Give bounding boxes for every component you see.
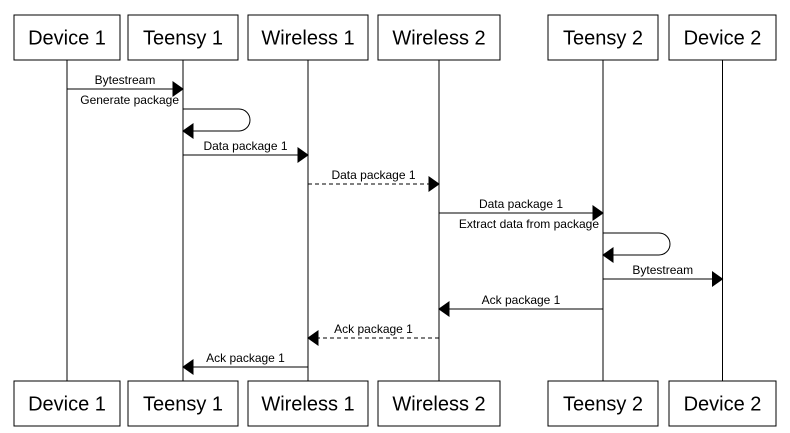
arrowhead: [297, 147, 309, 163]
message-label: Extract data from package: [459, 217, 599, 231]
participant-label: Wireless 2: [392, 28, 485, 50]
participant-box: [668, 14, 777, 61]
arrowhead: [182, 359, 194, 375]
message-label: Generate package: [80, 93, 179, 107]
message-1: Bytestream: [67, 73, 184, 97]
message-line: [183, 108, 251, 132]
participant-box: [13, 380, 121, 427]
participant-label: Teensy 1: [143, 28, 223, 50]
lifelines: [66, 60, 723, 381]
message-6: Extract data from package: [459, 217, 671, 263]
arrowhead: [712, 271, 724, 287]
participant-d2-bottom: Device 2: [668, 380, 777, 427]
message-4: Data package 1: [308, 168, 440, 192]
participant-d2-top: Device 2: [668, 14, 777, 61]
message-label: Ack package 1: [334, 322, 413, 336]
participant-t1-top: Teensy 1: [127, 14, 239, 61]
participant-box: [13, 14, 121, 61]
message-5: Data package 1: [439, 197, 604, 221]
participant-box: [247, 14, 369, 61]
participant-t2-top: Teensy 2: [547, 14, 659, 61]
arrowhead: [307, 330, 319, 346]
message-label: Data package 1: [203, 139, 287, 153]
arrowhead: [428, 176, 440, 192]
participant-w2-top: Wireless 2: [377, 14, 501, 61]
participant-label: Teensy 1: [143, 394, 223, 416]
participant-label: Device 1: [28, 394, 106, 416]
participant-boxes: Device 1 Device 1 Teensy 1 Teensy 1 Wireless…: [13, 14, 777, 427]
participant-label: Teensy 2: [563, 28, 643, 50]
message-7: Bytestream: [603, 263, 724, 287]
message-label: Data package 1: [331, 168, 415, 182]
participant-t1-bottom: Teensy 1: [127, 380, 239, 427]
participant-box: [247, 380, 369, 427]
message-3: Data package 1: [183, 139, 309, 163]
message-8: Ack package 1: [438, 293, 603, 317]
participant-w2-bottom: Wireless 2: [377, 380, 501, 427]
participant-w1-bottom: Wireless 1: [247, 380, 369, 427]
arrowhead: [438, 301, 450, 317]
participant-box: [547, 380, 659, 427]
participant-label: Device 1: [28, 28, 106, 50]
participant-box: [377, 14, 501, 61]
participant-label: Device 2: [684, 28, 762, 50]
participant-t2-bottom: Teensy 2: [547, 380, 659, 427]
participant-box: [377, 380, 501, 427]
message-line: [603, 232, 671, 256]
participant-label: Device 2: [684, 394, 762, 416]
participant-box: [668, 380, 777, 427]
participant-label: Wireless 1: [261, 394, 354, 416]
arrowhead: [602, 247, 614, 263]
message-9: Ack package 1: [307, 322, 439, 346]
arrowhead: [172, 81, 184, 97]
participant-d1-bottom: Device 1: [13, 380, 121, 427]
message-label: Ack package 1: [206, 351, 285, 365]
participant-box: [547, 14, 659, 61]
participant-w1-top: Wireless 1: [247, 14, 369, 61]
message-2: Generate package: [80, 93, 251, 139]
message-label: Bytestream: [632, 263, 693, 277]
participant-d1-top: Device 1: [13, 14, 121, 61]
message-label: Ack package 1: [482, 293, 561, 307]
message-label: Bytestream: [95, 73, 156, 87]
participant-box: [127, 14, 239, 61]
message-10: Ack package 1: [182, 351, 308, 375]
arrowhead: [182, 123, 194, 139]
arrowhead: [592, 205, 604, 221]
participant-box: [127, 380, 239, 427]
participant-label: Teensy 2: [563, 394, 643, 416]
participant-label: Wireless 1: [261, 28, 354, 50]
message-label: Data package 1: [479, 197, 563, 211]
participant-label: Wireless 2: [392, 394, 485, 416]
